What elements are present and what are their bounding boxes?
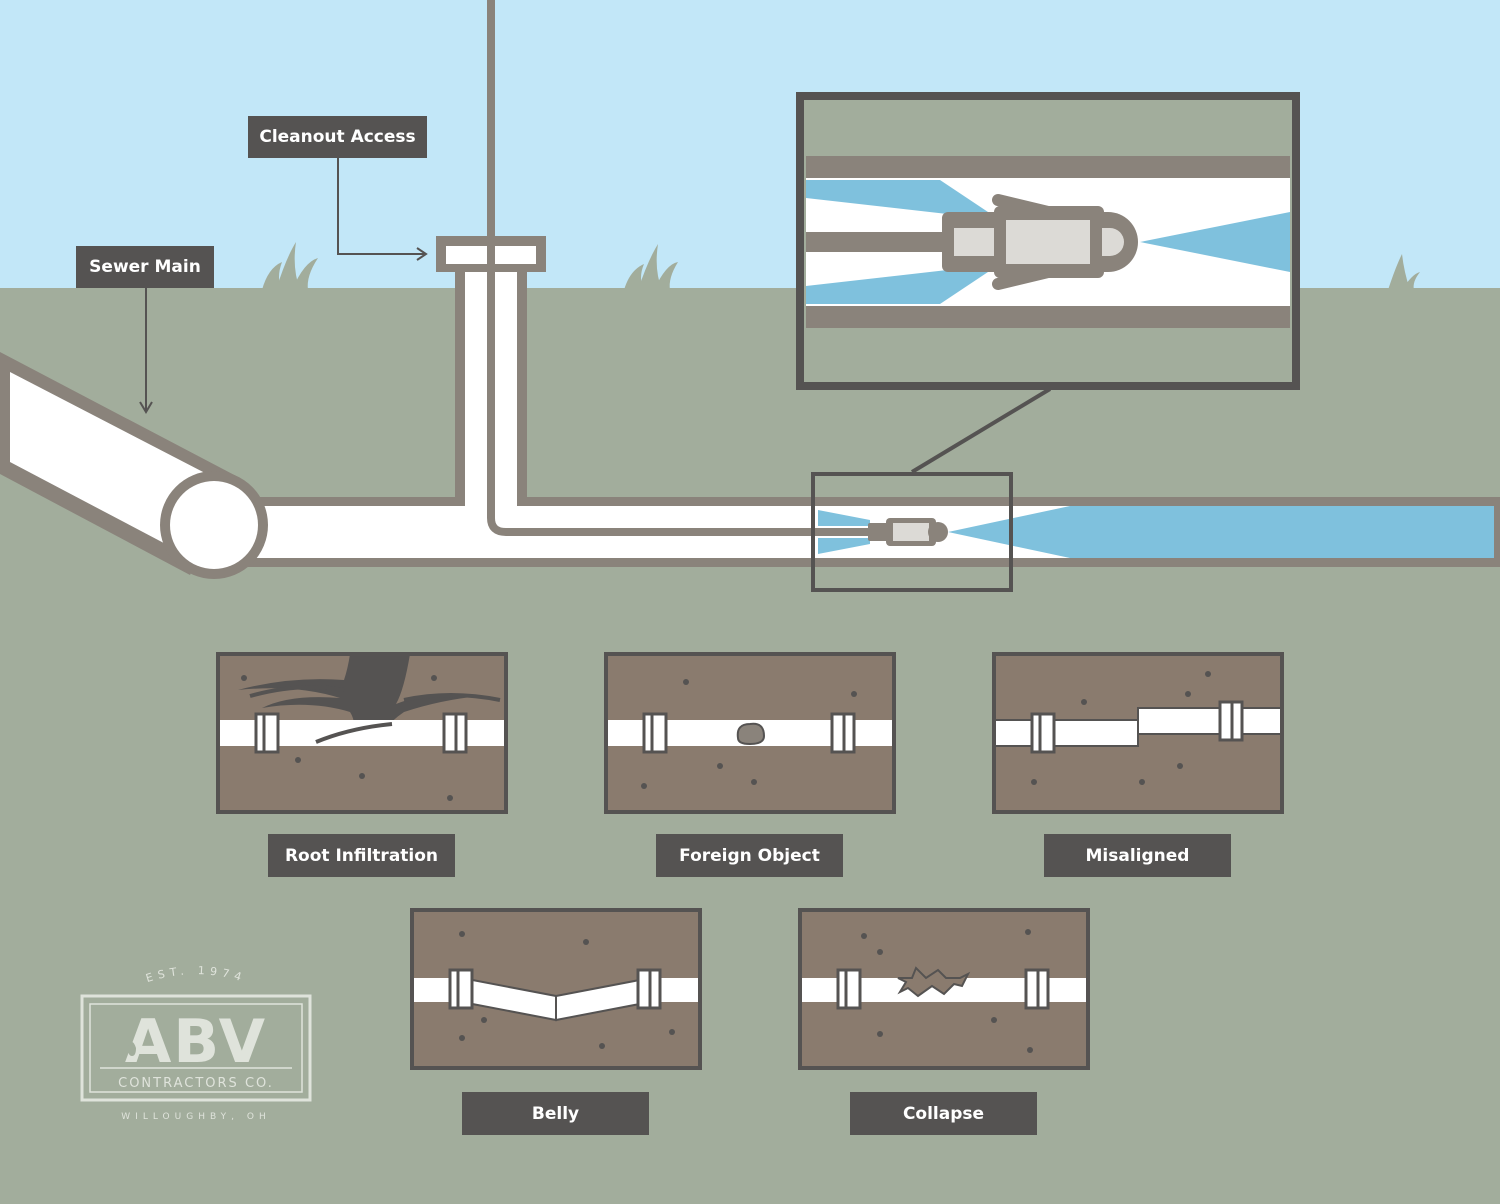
inset-frame xyxy=(796,92,1300,390)
collapse-joint-left xyxy=(836,968,862,1010)
rear-jet-bottom xyxy=(806,264,1000,304)
misaligned-soil-dots xyxy=(1031,671,1211,785)
logo-outer-frame xyxy=(80,994,312,1102)
water-jet-forward xyxy=(948,506,1494,558)
foreign-panel-frame xyxy=(604,652,896,814)
panel-root-infiltration xyxy=(216,652,508,814)
inset-hose xyxy=(806,232,946,252)
inset-pipe-wall-bottom xyxy=(806,306,1290,328)
root-intrusion xyxy=(315,722,393,744)
nozzle-tip-core xyxy=(1102,228,1124,256)
jetter-hose xyxy=(487,246,872,536)
label-misaligned: Misaligned xyxy=(1044,834,1231,877)
rear-jet-top-small xyxy=(818,510,870,526)
logo-location: WILLOUGHBY, OH xyxy=(121,1112,270,1122)
root-joint-left xyxy=(254,712,280,754)
logo-subtitle: CONTRACTORS CO. xyxy=(118,1076,274,1091)
rear-jet-top xyxy=(806,180,1000,220)
cleanout-arrowhead xyxy=(416,247,428,261)
misaligned-pipe-upper xyxy=(1137,707,1283,735)
company-logo: EST. 1974 ABV CONTRACTORS CO. WILLOUGHBY… xyxy=(80,964,312,1122)
label-collapse: Collapse xyxy=(850,1092,1037,1135)
water-drop-icon xyxy=(128,1042,136,1056)
inset-pipe-wall-top xyxy=(806,156,1290,178)
misaligned-pipe-lower xyxy=(993,719,1139,747)
foreign-object-rock xyxy=(736,722,766,746)
logo-mark: ABV xyxy=(125,1007,267,1077)
collapse-panel-frame xyxy=(798,908,1090,1070)
nozzle-body-core xyxy=(1006,220,1090,264)
sewer-main-opening xyxy=(170,481,258,569)
label-root-infiltration: Root Infiltration xyxy=(268,834,455,877)
zoom-source-box xyxy=(811,472,1013,592)
nozzle-collar-core xyxy=(954,228,994,256)
collapse-break xyxy=(897,966,971,998)
root-soil-dots xyxy=(241,675,453,801)
logo-inner-frame xyxy=(89,1003,303,1093)
panel-foreign-object xyxy=(604,652,896,814)
panel-collapse xyxy=(798,908,1090,1070)
cleanout-pointer xyxy=(337,158,424,255)
panel-belly xyxy=(410,908,702,1070)
tree-roots xyxy=(238,654,480,746)
belly-soil-dots xyxy=(459,931,675,1049)
rear-jet-bottom-small xyxy=(818,538,870,554)
belly-joint-left xyxy=(448,968,474,1010)
foreign-soil-dots xyxy=(641,679,857,789)
zoom-connector xyxy=(910,387,1052,474)
label-cleanout-access: Cleanout Access xyxy=(248,116,427,158)
collapse-soil-dots xyxy=(861,929,1033,1053)
nozzle-small-tip xyxy=(928,522,948,542)
root-tendril-left xyxy=(249,685,345,698)
label-foreign-object: Foreign Object xyxy=(656,834,843,877)
misaligned-joint-left xyxy=(1030,712,1056,754)
label-belly: Belly xyxy=(462,1092,649,1135)
root-panel-frame xyxy=(216,652,508,814)
label-sewer-main: Sewer Main xyxy=(76,246,214,288)
nozzle-small-body xyxy=(868,523,888,541)
nozzle-small-core xyxy=(893,523,929,541)
forward-jet xyxy=(1140,212,1290,272)
foreign-joint-left xyxy=(642,712,668,754)
misaligned-panel-frame xyxy=(992,652,1284,814)
grass-tufts xyxy=(262,242,1420,290)
belly-panel-frame xyxy=(410,908,702,1070)
root-tendril-right xyxy=(403,693,501,702)
sewer-main-arrowhead xyxy=(139,401,153,414)
zoom-inset xyxy=(796,92,1300,390)
zoom-source-frame xyxy=(811,472,1013,592)
panel-misaligned xyxy=(992,652,1284,814)
